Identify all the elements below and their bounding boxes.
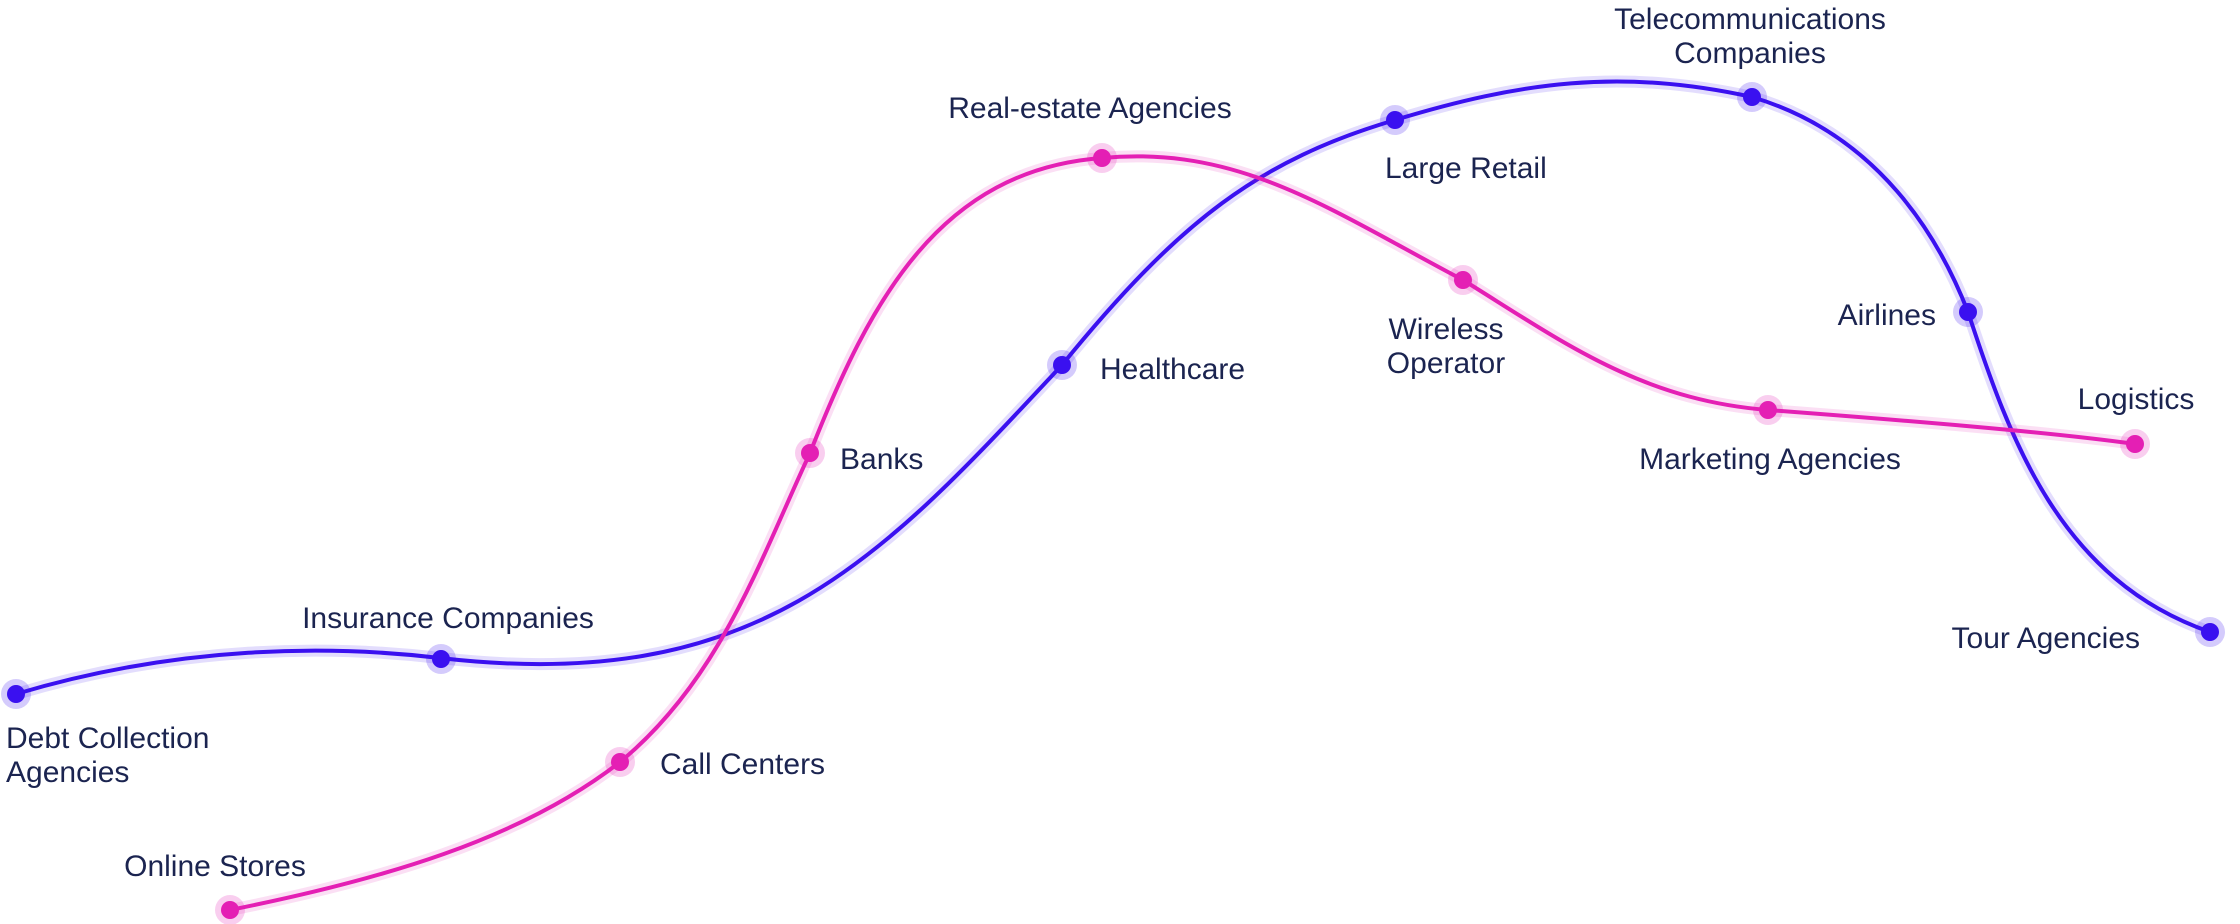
node-label-line: Companies xyxy=(1674,37,1826,70)
node-label-line: Telecommunications xyxy=(1614,3,1886,36)
node-label-line: Wireless xyxy=(1388,313,1503,346)
node-label-line: Airlines xyxy=(1838,299,1936,332)
node-label-line: Banks xyxy=(840,443,923,476)
blue-node-insurance-companies xyxy=(432,650,450,668)
blue-node-large-retail xyxy=(1386,111,1404,129)
node-label-insurance-companies: Insurance Companies xyxy=(302,602,594,635)
blue-node-telecommunications-companies xyxy=(1743,88,1761,106)
node-label-line: Tour Agencies xyxy=(1952,622,2140,655)
node-label-airlines: Airlines xyxy=(1838,299,1936,332)
node-label-line: Large Retail xyxy=(1385,152,1547,185)
magenta-node-wireless-operator xyxy=(1454,271,1472,289)
node-label-line: Logistics xyxy=(2078,383,2195,416)
node-label-banks: Banks xyxy=(840,443,923,476)
magenta-node-online-stores xyxy=(221,901,239,919)
node-label-line: Online Stores xyxy=(124,850,306,883)
node-label-line: Real-estate Agencies xyxy=(948,92,1232,125)
node-label-marketing-agencies: Marketing Agencies xyxy=(1639,443,1901,476)
node-label-tour-agencies: Tour Agencies xyxy=(1952,622,2140,655)
magenta-route-line xyxy=(228,154,2137,912)
node-label-logistics: Logistics xyxy=(2078,383,2195,416)
route-lines xyxy=(10,75,2216,916)
magenta-node-banks xyxy=(801,444,819,462)
magenta-node-real-estate-agencies xyxy=(1093,149,1111,167)
node-label-line: Marketing Agencies xyxy=(1639,443,1901,476)
node-label-line: Operator xyxy=(1387,347,1505,380)
node-label-real-estate-agencies: Real-estate Agencies xyxy=(948,92,1232,125)
node-label-line: Healthcare xyxy=(1100,353,1245,386)
node-label-line: Debt Collection xyxy=(6,722,209,755)
magenta-route-glow xyxy=(224,150,2141,916)
blue-node-tour-agencies xyxy=(2201,623,2219,641)
blue-node-airlines xyxy=(1959,303,1977,321)
magenta-node-call-centers xyxy=(611,753,629,771)
node-label-online-stores: Online Stores xyxy=(124,850,306,883)
node-label-line: Call Centers xyxy=(660,748,825,781)
node-label-line: Agencies xyxy=(6,756,129,789)
route-nodes xyxy=(1,82,2225,924)
node-label-large-retail: Large Retail xyxy=(1385,152,1547,185)
node-label-call-centers: Call Centers xyxy=(660,748,825,781)
blue-node-debt-collection-agencies xyxy=(7,685,25,703)
node-label-healthcare: Healthcare xyxy=(1100,353,1245,386)
magenta-node-marketing-agencies xyxy=(1759,401,1777,419)
magenta-node-logistics xyxy=(2126,435,2144,453)
node-label-line: Insurance Companies xyxy=(302,602,594,635)
blue-node-healthcare xyxy=(1053,356,1071,374)
